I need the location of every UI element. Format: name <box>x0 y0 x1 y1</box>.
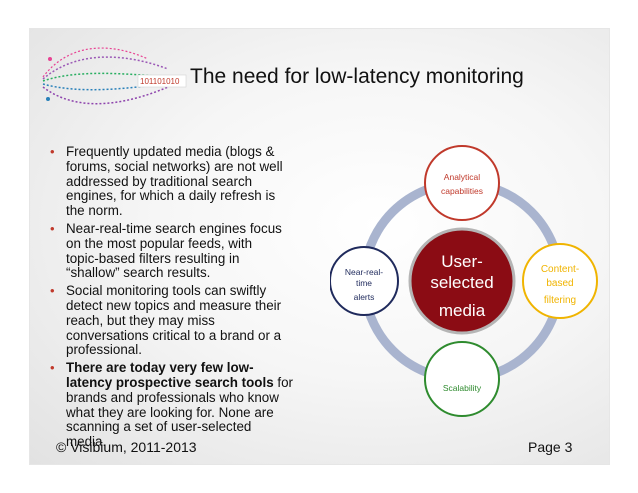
bullet-item: • There are today very few low- latency … <box>50 360 340 450</box>
right-label-2: based <box>546 278 573 289</box>
bullet-dot-icon: • <box>50 360 55 376</box>
center-node <box>408 227 516 335</box>
bullet-line: brands and professionals who know <box>66 389 279 405</box>
bullet-list: • Frequently updated media (blogs & foru… <box>50 144 340 453</box>
cycle-diagram: User- selected media Analytical capabili… <box>330 145 598 417</box>
bullet-line: engines, for which a daily refresh is <box>66 188 276 204</box>
bullet-line: Social monitoring tools can swiftly <box>66 283 267 299</box>
visibium-logo: 101101010 <box>42 47 187 105</box>
bullet-line: detect new topics and measure their <box>66 297 282 313</box>
bold-text: latency prospective search tools <box>66 374 274 390</box>
bottom-label-1: Scalability <box>443 383 482 393</box>
bullet-dot-icon: • <box>50 144 55 159</box>
bullet-line: addressed by traditional search <box>66 173 253 189</box>
footer-copyright: © Visibium, 2011-2013 <box>56 439 197 455</box>
left-label-2: time <box>356 278 372 288</box>
bottom-node <box>424 341 500 417</box>
right-node <box>522 243 598 319</box>
left-label-3: alerts <box>354 292 375 302</box>
top-label-2: capabilities <box>441 186 483 196</box>
bullet-dot-icon: • <box>50 283 55 299</box>
bullet-line: scanning a set of user-selected <box>66 419 252 435</box>
bullet-item: • Social monitoring tools can swiftly de… <box>50 283 340 358</box>
bullet-line: topic-based filters resulting in <box>66 250 240 266</box>
top-node <box>424 145 500 221</box>
slide-title: The need for low-latency monitoring <box>190 65 524 88</box>
center-label-3: media <box>439 301 486 320</box>
bullet-line: There are today very few low- <box>66 360 340 376</box>
bullet-line: media. <box>66 434 107 450</box>
center-label-2: selected <box>430 273 493 292</box>
bullet-line: reach, but they may miss <box>66 312 215 328</box>
right-label-3: filtering <box>544 295 576 306</box>
bullet-line: on the most popular feeds, with <box>66 235 253 251</box>
bullet-dot-icon: • <box>50 220 55 236</box>
left-label-1: Near-real- <box>345 267 383 277</box>
right-label-1: Content- <box>541 264 579 275</box>
bullet-item: • Frequently updated media (blogs & foru… <box>50 144 340 219</box>
left-node <box>330 246 399 316</box>
top-label-1: Analytical <box>444 172 480 182</box>
bullet-tail: for <box>273 374 293 390</box>
bullet-line: what they are looking for. None are <box>66 404 274 420</box>
bullet-line: “shallow” search results. <box>66 265 211 281</box>
page-number: Page 3 <box>528 439 573 455</box>
bullet-line: conversations critical to a brand or a <box>66 327 282 343</box>
bullet-line: latency prospective search tools for <box>66 374 340 391</box>
bold-text: There are today very few low- <box>66 360 254 376</box>
bullet-line: the norm. <box>66 203 123 219</box>
center-label-1: User- <box>441 252 483 271</box>
bullet-line: professional. <box>66 342 142 358</box>
bullet-line: forums, social networks) are not well <box>66 158 283 174</box>
logo-binary-text: 101101010 <box>140 77 180 86</box>
bullet-line: Near-real-time search engines focus <box>66 220 282 236</box>
bullet-line: Frequently updated media (blogs & <box>66 144 275 159</box>
slide: 101101010 The need for low-latency monit… <box>30 29 609 464</box>
bullet-item: • Near-real-time search engines focus on… <box>50 220 340 281</box>
